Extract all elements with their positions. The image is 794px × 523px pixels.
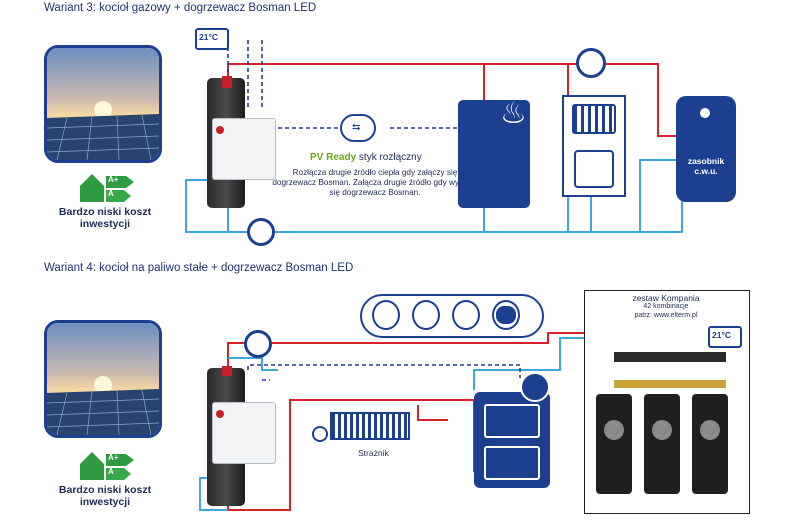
kit-pump-group-3 bbox=[692, 394, 728, 494]
kit-pump-icon bbox=[604, 420, 624, 440]
circulation-pump-icon bbox=[244, 330, 272, 358]
solid-fuel-boiler bbox=[474, 392, 550, 488]
thermostat-icon bbox=[195, 28, 229, 50]
switch-arrows-icon: ⇆ bbox=[352, 122, 361, 133]
pv-ready-suffix: styk rozłączny bbox=[358, 152, 422, 163]
pv-ready-label-bold: PV Ready bbox=[310, 152, 357, 163]
thermostat-temp: 21°C bbox=[712, 330, 731, 340]
variant3-title: Wariant 3: kocioł gazowy + dogrzewacz Bo… bbox=[44, 2, 317, 14]
energy-grade-a: A bbox=[108, 467, 114, 476]
filter-icon bbox=[372, 300, 400, 330]
kit-subtitle: 42 kombinacje bbox=[643, 303, 689, 310]
radiator-icon bbox=[572, 104, 616, 134]
kit-url: patrz: www.elterm.pl bbox=[634, 312, 698, 319]
gas-boiler bbox=[458, 100, 530, 208]
tank-indicator-icon bbox=[700, 108, 710, 118]
thermostat-icon bbox=[708, 326, 742, 348]
controller-led-icon bbox=[216, 126, 224, 134]
kit-manifold-bar bbox=[614, 352, 726, 362]
pv-ready-label: PV Ready styk rozłączny bbox=[310, 152, 422, 163]
heater-cap bbox=[222, 76, 232, 88]
guard-exchanger-icon bbox=[330, 412, 410, 440]
tank-label: zasobnik c.w.u. bbox=[687, 156, 725, 176]
pv-ready-note: Rozłącza drugie źródło ciepła gdy załącz… bbox=[272, 168, 478, 197]
energy-grade-a: A bbox=[108, 189, 114, 198]
boiler-controller-icon bbox=[520, 372, 550, 402]
solar-panel-image bbox=[44, 45, 162, 163]
heater-cap bbox=[222, 366, 232, 376]
solar-panel-image bbox=[44, 320, 162, 438]
mixing-valve-icon bbox=[576, 48, 606, 78]
boiler-door-lower bbox=[484, 446, 540, 480]
kit-pump-group-2 bbox=[644, 394, 680, 494]
flame-icon: ♨ bbox=[500, 97, 527, 130]
heater-controller bbox=[212, 118, 276, 180]
energy-grade-aplus: A+ bbox=[108, 175, 119, 184]
kit-pump-icon bbox=[652, 420, 672, 440]
kit-manifold-brass bbox=[614, 380, 726, 388]
energy-class-icon bbox=[80, 450, 136, 487]
thermometer-icon bbox=[452, 300, 480, 330]
kit-pump-group-1 bbox=[596, 394, 632, 494]
energy-cost-text: Bardzo niski koszt inwestycji bbox=[58, 206, 152, 230]
floor-heating-icon bbox=[574, 150, 614, 188]
boiler-door-upper bbox=[484, 404, 540, 438]
guard-valve-icon bbox=[312, 426, 328, 442]
energy-grade-aplus: A+ bbox=[108, 453, 119, 462]
pressure-gauge-icon bbox=[412, 300, 440, 330]
energy-class-icon bbox=[80, 172, 136, 209]
expansion-vessel-body bbox=[496, 306, 516, 324]
kit-pump-icon bbox=[700, 420, 720, 440]
variant4-title: Wariant 4: kocioł na paliwo stałe + dogr… bbox=[44, 262, 354, 274]
energy-cost-text: Bardzo niski koszt inwestycji bbox=[58, 484, 152, 508]
water-drops-icon: ●●●● bbox=[516, 128, 525, 192]
kit-title: zestaw Kompania bbox=[632, 293, 700, 303]
controller-led-icon bbox=[216, 410, 224, 418]
thermostat-temp: 21°C bbox=[199, 32, 218, 42]
guard-label: Strażnik bbox=[358, 448, 389, 458]
pv-switch-icon bbox=[340, 114, 376, 142]
circulation-pump-icon bbox=[247, 218, 275, 246]
